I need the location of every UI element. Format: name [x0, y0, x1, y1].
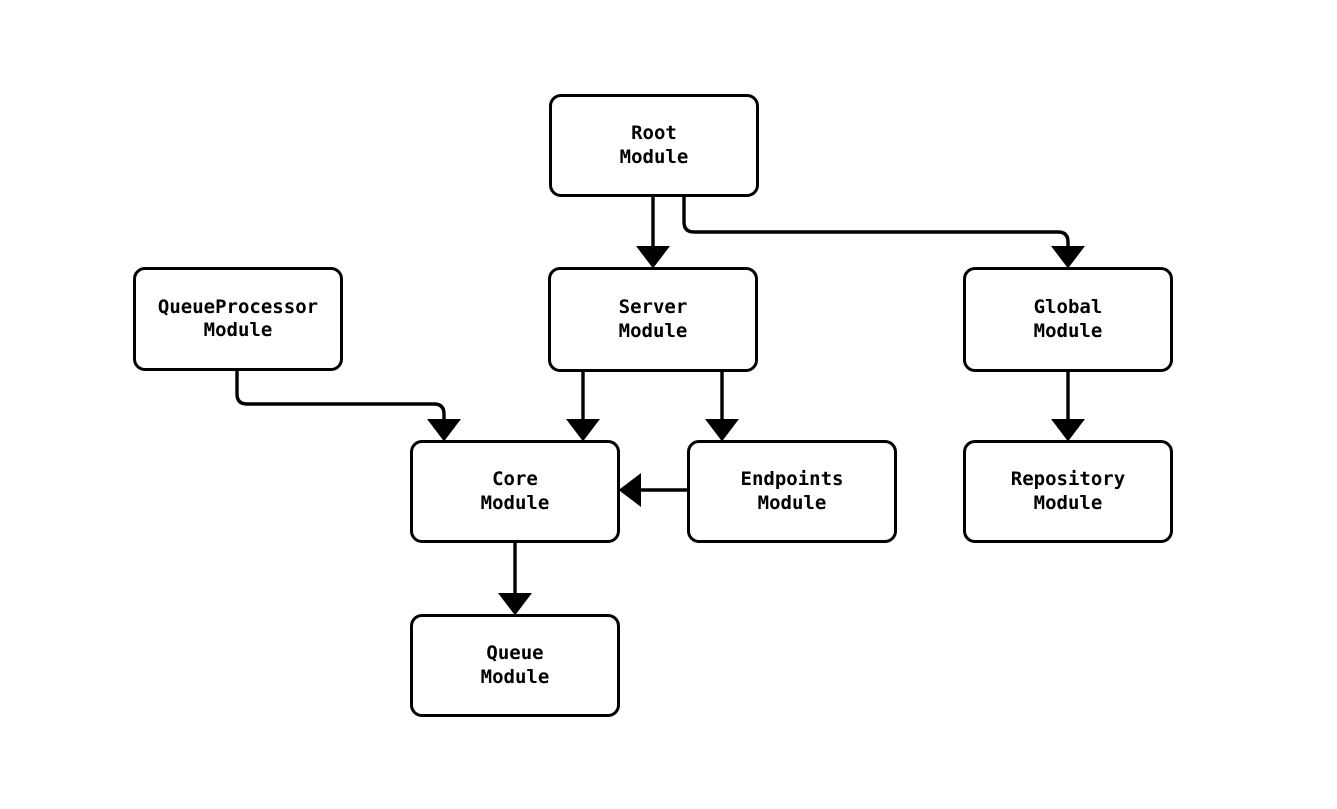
node-queueprocessor-label: QueueProcessor Module — [157, 295, 319, 341]
node-core[interactable]: Core Module — [410, 440, 620, 543]
node-repository[interactable]: Repository Module — [963, 440, 1173, 543]
node-core-label: Core Module — [480, 468, 550, 514]
node-global-label: Global Module — [1033, 296, 1103, 342]
edge-root-global — [682, 197, 1085, 269]
node-queue[interactable]: Queue Module — [410, 614, 620, 717]
node-root[interactable]: Root Module — [549, 94, 759, 197]
edge-queueprocessor-core — [235, 371, 461, 442]
node-server[interactable]: Server Module — [548, 267, 758, 372]
node-global[interactable]: Global Module — [963, 267, 1173, 372]
node-root-label: Root Module — [619, 122, 689, 168]
node-endpoints[interactable]: Endpoints Module — [687, 440, 897, 543]
node-queue-label: Queue Module — [480, 642, 550, 688]
node-queueprocessor[interactable]: QueueProcessor Module — [133, 267, 343, 371]
node-server-label: Server Module — [618, 296, 688, 342]
node-endpoints-label: Endpoints Module — [740, 468, 844, 514]
node-repository-label: Repository Module — [1010, 468, 1126, 514]
